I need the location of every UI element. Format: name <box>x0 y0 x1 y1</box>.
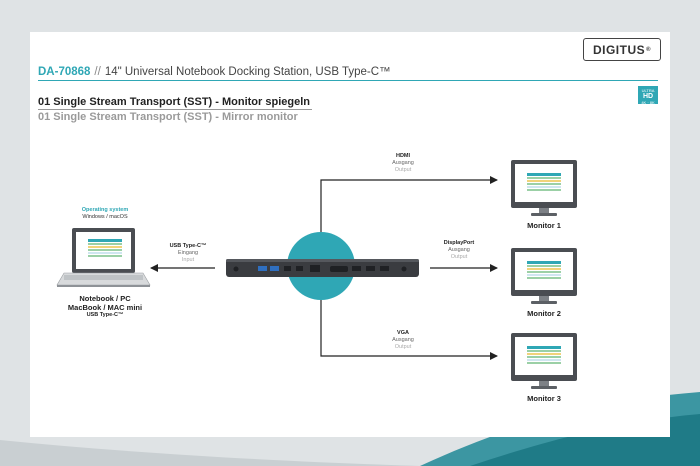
logo-text: DIGITUS <box>592 42 646 57</box>
docking-station <box>226 259 419 277</box>
hdmi-line <box>320 176 498 232</box>
hdmi-en: Output <box>394 167 412 173</box>
notebook-line3: USB Type-C™ <box>86 312 124 318</box>
hdmi-de: Ausgang <box>392 160 414 166</box>
monitor-3-display <box>511 333 577 389</box>
usbc-label: USB Type-C™ Eingang Input <box>160 243 216 264</box>
vga-en: Output <box>394 344 412 350</box>
badge-main: HD <box>642 93 654 100</box>
os-value: Windows / macOS <box>82 214 128 220</box>
title-rule <box>38 109 312 110</box>
displayport-de: Ausgang <box>448 247 470 253</box>
hdmi-label: HDMI Ausgang Output <box>381 153 425 174</box>
product-header: DA-70868//14" Universal Notebook Docking… <box>38 66 391 78</box>
logo-reg-mark: ® <box>646 46 652 53</box>
product-code: DA-70868 <box>38 66 91 78</box>
monitor-1-display <box>511 160 577 216</box>
badge-bottom: 4K · 8K <box>641 100 655 105</box>
notebook-label: Notebook / PC MacBook / MAC mini USB Typ… <box>55 294 155 319</box>
hdmi-name: HDMI <box>395 153 411 159</box>
notebook-laptop <box>56 228 151 287</box>
usbc-de: Eingang <box>177 250 199 256</box>
vga-name: VGA <box>397 330 409 336</box>
monitor-2-display <box>511 248 577 304</box>
displayport-en: Output <box>450 254 468 260</box>
ultra-hd-badge: ULTRA HD 4K · 8K <box>638 86 658 105</box>
os-label: Operating system Windows / macOS <box>70 207 140 221</box>
usbc-name: USB Type-C™ <box>169 243 207 249</box>
badge-top: ULTRA <box>641 88 655 93</box>
notebook-line1: Notebook / PC <box>79 294 131 303</box>
os-title: Operating system <box>81 207 129 213</box>
notebook-line2: MacBook / MAC mini <box>67 303 143 312</box>
product-name: 14" Universal Notebook Docking Station, … <box>104 66 391 78</box>
monitor-1-label: Monitor 1 <box>527 221 561 230</box>
vga-label: VGA Ausgang Output <box>381 330 425 351</box>
displayport-name: DisplayPort <box>443 240 475 246</box>
header-separator: // <box>94 66 101 78</box>
header-rule <box>38 80 658 81</box>
vga-line <box>320 300 498 360</box>
section-title-de: 01 Single Stream Transport (SST) - Monit… <box>38 96 310 108</box>
section-title-en: 01 Single Stream Transport (SST) - Mirro… <box>38 111 298 123</box>
vga-de: Ausgang <box>392 337 414 343</box>
digitus-logo: DIGITUS® <box>583 38 661 61</box>
usbc-en: Input <box>181 257 195 263</box>
monitor-2-label: Monitor 2 <box>527 309 561 318</box>
monitor-3-label: Monitor 3 <box>527 394 561 403</box>
displayport-label: DisplayPort Ausgang Output <box>431 240 487 261</box>
